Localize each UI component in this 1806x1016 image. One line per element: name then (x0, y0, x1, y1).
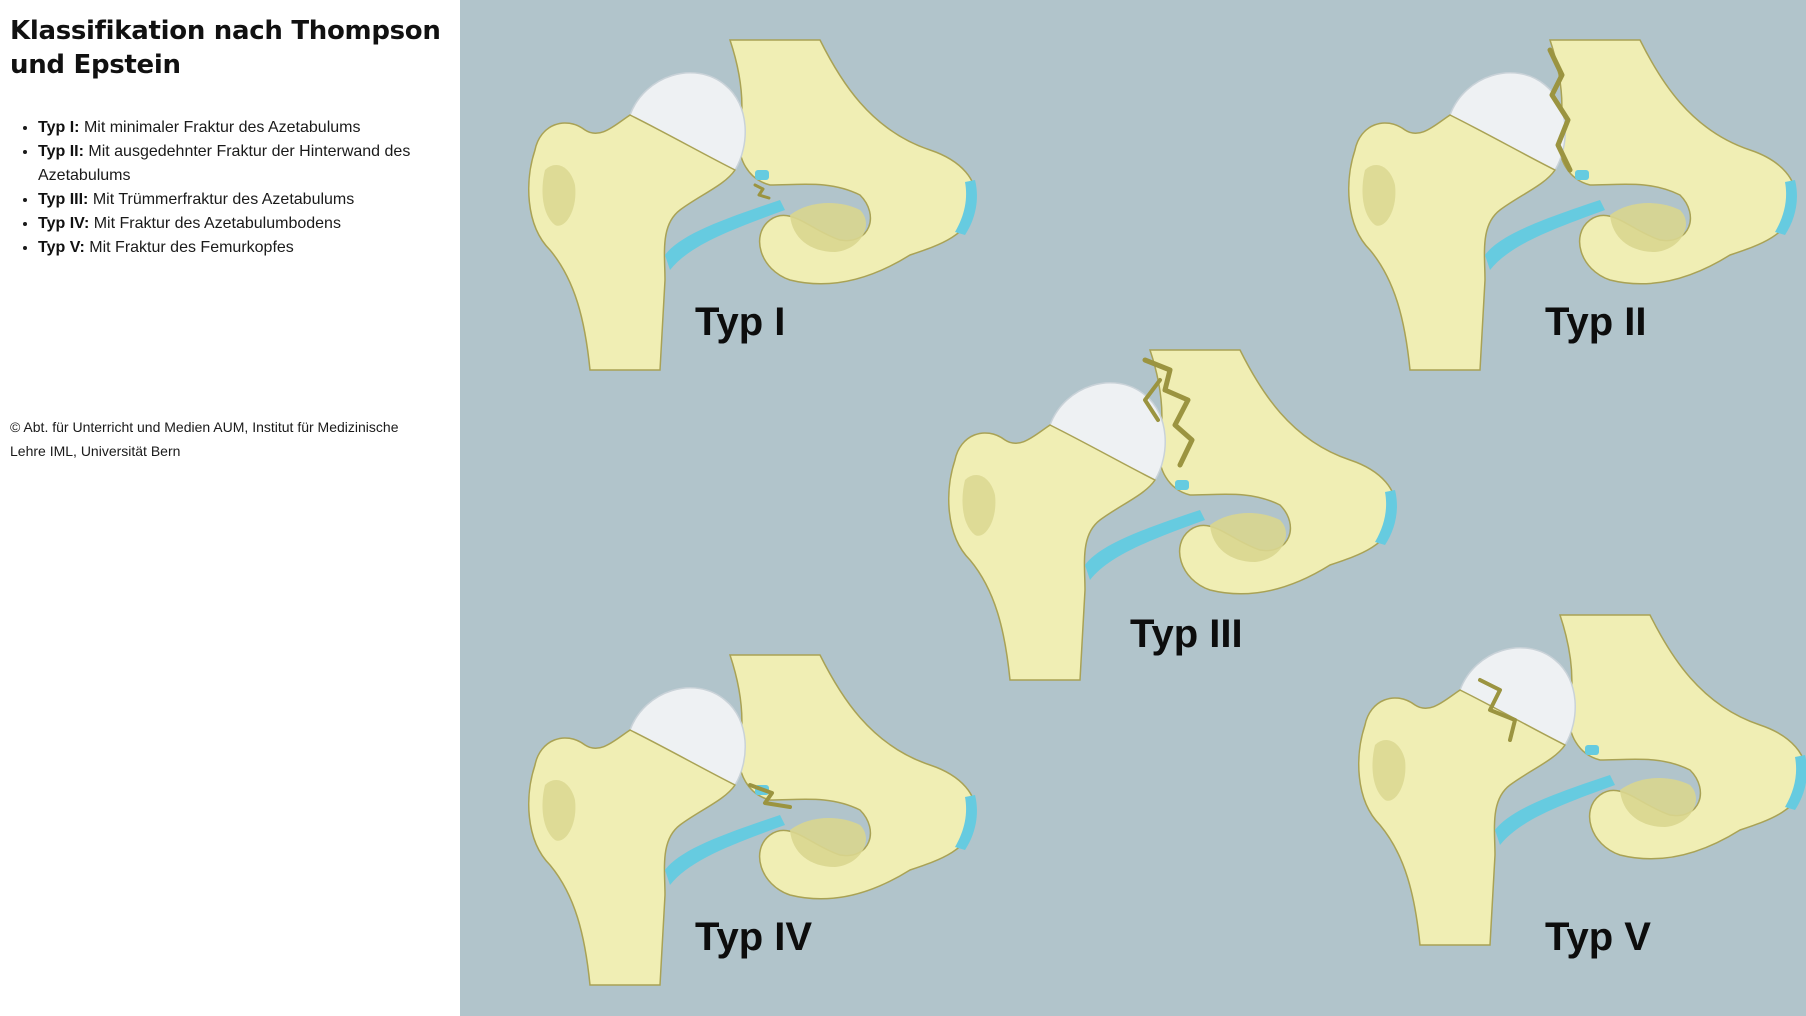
list-item-description: Mit Trümmerfraktur des Azetabulums (92, 191, 355, 208)
list-item-typ-5: Typ V: Mit Fraktur des Femurkopfes (38, 236, 450, 260)
list-item-typ-2: Typ II: Mit ausgedehnter Fraktur der Hin… (38, 140, 450, 188)
joint-typ-5: Typ V (1358, 614, 1806, 959)
list-item-description: Mit minimaler Fraktur des Azetabulums (83, 119, 361, 136)
list-item-term: Typ IV: (38, 215, 90, 232)
label-typ-1: Typ I (695, 300, 785, 344)
joint-typ-2: Typ II (1348, 39, 1798, 371)
list-item-typ-3: Typ III: Mit Trümmerfraktur des Azetabul… (38, 188, 450, 212)
list-item-description: Mit ausgedehnter Fraktur der Hinterwand … (38, 143, 411, 184)
list-item-description: Mit Fraktur des Azetabulumbodens (93, 215, 341, 232)
label-typ-2: Typ II (1545, 300, 1646, 344)
illustration-panel: Typ I Typ II Typ III Typ IV (460, 0, 1806, 1016)
list-item-term: Typ II: (38, 143, 84, 160)
list-item-term: Typ III: (38, 191, 89, 208)
list-item-term: Typ V: (38, 239, 85, 256)
list-item-term: Typ I: (38, 119, 80, 136)
classification-list: Typ I: Mit minimaler Fraktur des Azetabu… (10, 116, 450, 260)
hip-dislocation-illustration: Typ I Typ II Typ III Typ IV (528, 39, 1806, 986)
list-item-typ-1: Typ I: Mit minimaler Fraktur des Azetabu… (38, 116, 450, 140)
text-panel: Klassifikation nach Thompson und Epstein… (0, 0, 460, 1016)
list-item-description: Mit Fraktur des Femurkopfes (89, 239, 294, 256)
joint-typ-3: Typ III (948, 349, 1398, 681)
joint-typ-1: Typ I (528, 39, 978, 371)
joint-typ-4: Typ IV (528, 654, 978, 986)
label-typ-4: Typ IV (695, 915, 812, 959)
label-typ-5: Typ V (1545, 915, 1651, 959)
page-title: Klassifikation nach Thompson und Epstein (10, 16, 441, 80)
list-item-typ-4: Typ IV: Mit Fraktur des Azetabulumbodens (38, 212, 450, 236)
copyright-credit: © Abt. für Unterricht und Medien AUM, In… (10, 419, 399, 459)
label-typ-3: Typ III (1130, 612, 1243, 656)
